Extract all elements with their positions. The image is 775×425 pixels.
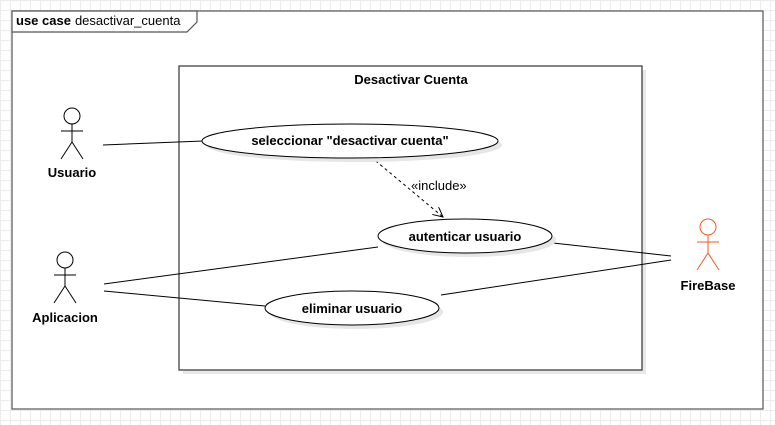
actor-label: FireBase [681,278,736,293]
actor-firebase[interactable]: FireBase [681,218,736,293]
frame-keyword: use case [16,13,71,28]
actor-label: Usuario [48,165,96,180]
actor-aplicacion[interactable]: Aplicacion [32,251,98,325]
actor-label: Aplicacion [32,310,98,325]
actor-head-icon [699,218,717,236]
include-label: «include» [411,178,467,193]
actor-head-icon [63,107,81,125]
assoc-autenticar-firebase[interactable] [552,242,672,257]
use-case-label: seleccionar "desactivar cuenta" [251,133,448,148]
use-case-ellipse [201,123,499,159]
use-case-label: eliminar usuario [302,301,402,316]
frame-title: use case desactivar_cuenta [16,13,181,28]
use-case-ellipse [264,290,440,326]
actor-leg-right [71,141,84,160]
actor-usuario[interactable]: Usuario [48,107,96,180]
actor-head-icon [56,251,74,269]
frame-name: desactivar_cuenta [75,13,181,28]
use-case-label: autenticar usuario [409,229,522,244]
assoc-usuario-seleccionar[interactable] [102,140,204,146]
actor-leg-left [60,141,73,160]
associations [102,140,672,307]
use-case-eliminar[interactable]: eliminar usuario [264,290,443,329]
actor-leg-left [53,285,66,304]
include-arrow[interactable] [370,156,443,217]
frame-tab [11,10,198,33]
assoc-aplicacion-autenticar[interactable] [103,246,379,285]
actor-leg-right [707,252,720,271]
actor-leg-left [696,252,709,271]
system-title: Desactivar Cuenta [354,72,468,87]
assoc-aplicacion-eliminar[interactable] [103,290,266,307]
use-case-ellipse [377,218,553,254]
actor-leg-right [64,285,77,304]
use-case-autenticar[interactable]: autenticar usuario [377,218,556,257]
include-dependency[interactable]: «include» [370,156,467,217]
use-case-seleccionar[interactable]: seleccionar "desactivar cuenta" [201,123,502,162]
system-boundary[interactable]: Desactivar Cuenta [178,65,646,374]
assoc-eliminar-firebase[interactable] [440,259,672,296]
